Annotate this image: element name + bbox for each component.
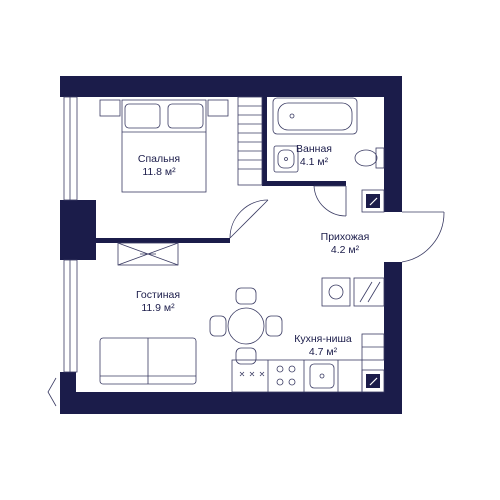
sink [273,145,299,173]
toilet [354,147,385,169]
room-area-living: 11.9 м² [141,302,175,314]
room-name-bathroom: Ванная [296,143,332,155]
room-area-bedroom: 11.8 м² [142,166,176,178]
windows [47,96,78,407]
interior-walls [96,97,346,243]
sofa [99,337,197,385]
room-label-kitchen: Кухня-ниша 4.7 м² [282,333,364,359]
kitchen-counter [231,359,363,393]
bathtub [272,97,358,135]
shafts [361,189,385,393]
room-label-living: Гостиная 11.9 м² [120,289,196,315]
room-name-hallway: Прихожая [320,231,370,243]
room-area-bathroom: 4.1 м² [299,156,329,168]
room-area-hallway: 4.2 м² [330,244,360,256]
doors [229,185,445,263]
dining-table [209,287,283,365]
room-label-bedroom: Спальня 11.8 м² [122,153,196,179]
washer-and-shelf [321,277,385,361]
wardrobe [237,96,263,186]
room-label-hallway: Прихожая 4.2 м² [302,231,388,257]
room-name-kitchen: Кухня-ниша [294,333,352,345]
exterior-walls [60,76,402,414]
room-name-bedroom: Спальня [137,153,181,165]
room-name-living: Гостиная [135,289,181,301]
room-area-kitchen: 4.7 м² [308,346,338,358]
bed [99,99,229,193]
tv-stand [117,242,179,266]
room-label-bathroom: Ванная 4.1 м² [280,143,348,169]
